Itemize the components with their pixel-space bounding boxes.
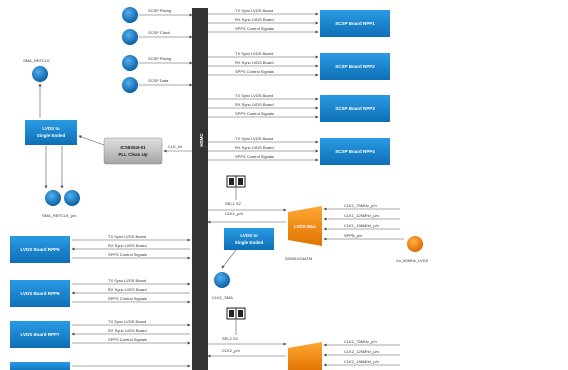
- left-boards: LVDS Board RPP5 TX Sync LVDS Board RX Sy…: [10, 234, 191, 370]
- mux-input-label: CLK2_75MHz_p/n: [344, 339, 377, 344]
- channel-label: SPPS Control Signals: [235, 69, 274, 74]
- mux-inputs: CLK2_75MHz_p/n CLK2_125MHz_p/n CLK2_156M…: [323, 339, 400, 367]
- oscillator-circle: [407, 236, 423, 252]
- sma-pair-connector: [45, 190, 61, 206]
- connector-label: SCSP Data: [148, 78, 169, 83]
- channel-label: TX Sync LVDS Board: [235, 93, 273, 98]
- sma-refclk-label: SMA_REFCLK: [23, 58, 50, 63]
- buffer-label-line2: Single Ended: [235, 240, 264, 245]
- channel-label: SPPS Control Signals: [108, 252, 147, 257]
- oscillator-label: Xo_50MHz_LVDS: [396, 258, 428, 263]
- clk1-sma-label: CLK1_SMA: [212, 295, 233, 300]
- board-box: [10, 280, 70, 307]
- channel-label: SPPS Control Signals: [235, 26, 274, 31]
- board-label: SCSP Board RPP4: [335, 149, 375, 154]
- channel-label: RX Sync LVDS Board: [108, 328, 147, 333]
- sel2-label: SEL2 S2: [222, 336, 239, 341]
- channel-label: TX Sync LVDS Board: [235, 51, 273, 56]
- channel-label: SPPS Control Signals: [235, 154, 274, 159]
- hsmc-bus: [192, 8, 208, 370]
- hsmc-label: HSMC: [199, 133, 204, 147]
- connector-circle: [122, 55, 138, 71]
- right-boards: SCSP Board RPP1 TX Sync LVDS Board RX Sy…: [208, 8, 390, 165]
- lvds-mux: [288, 342, 322, 370]
- channel-label: TX Sync LVDS Board: [108, 278, 146, 283]
- connector-label: SCSP Clock: [148, 30, 170, 35]
- mux-input-label: CLK1_156MHz_p/n: [344, 223, 379, 228]
- clk1-sma-connector: [214, 272, 230, 288]
- buffer-label-line2: Single Ended: [37, 133, 66, 138]
- connector-label: SCSP Rising: [148, 8, 171, 13]
- connector-label: SCSP Rising: [148, 56, 171, 61]
- board-label: SCSP Board RPP1: [335, 21, 375, 26]
- mux-input-label: CLK1_75MHz_p/n: [344, 203, 377, 208]
- connector-circle: [122, 77, 138, 93]
- mux-inputs: CLK1_75MHz_p/n CLK1_125MHz_p/n CLK1_156M…: [323, 203, 404, 241]
- sma-pair-connector: [64, 190, 80, 206]
- pll-label-line1: ICS8304I-01: [120, 145, 146, 150]
- board-label: LVDS Board RPP6: [21, 291, 60, 296]
- board-box: [320, 138, 390, 165]
- board-box: [320, 10, 390, 37]
- board-box: [320, 53, 390, 80]
- channel-label: RX Sync LVDS Board: [235, 145, 274, 150]
- mux-input-label: CLK1_125MHz_p/n: [344, 213, 379, 218]
- board-label: SCSP Board RPP3: [335, 106, 375, 111]
- channel-label: RX Sync LVDS Board: [108, 287, 147, 292]
- channel-label: TX Sync LVDS Board: [108, 234, 146, 239]
- clk1-label: CLK1_p/n: [225, 211, 243, 216]
- board-box: [10, 236, 70, 263]
- top-connectors: SCSP Rising SCSP Clock SCSP Rising SCSP …: [122, 7, 193, 93]
- channel-label: SPPS Control Signals: [235, 111, 274, 116]
- buffer-label-line1: LVDS to: [240, 233, 257, 238]
- board-box: [10, 321, 70, 348]
- channel-label: RX Sync LVDS Board: [108, 243, 147, 248]
- clk2-label: CLK2_p/n: [222, 348, 240, 353]
- clk-in-label: CLK_IN: [168, 144, 182, 149]
- dip-switch-icon: [226, 307, 246, 320]
- lvds-single-ended-buffer: [224, 228, 274, 250]
- channel-label: SPPS Control Signals: [108, 337, 147, 342]
- mux-part-label: DS90LV04ATM: [285, 256, 312, 261]
- channel-label: TX Sync LVDS Board: [235, 8, 273, 13]
- dip-switch-icon: [226, 175, 246, 188]
- board-box: [10, 362, 70, 370]
- mux-input-label: CLK2_156MHz_p/n: [344, 359, 379, 364]
- connector-circle: [122, 29, 138, 45]
- board-label: LVDS Board RPP5: [21, 247, 60, 252]
- mux-label: LVDS Mux: [294, 224, 316, 229]
- board-box: [320, 95, 390, 122]
- channel-label: TX Sync LVDS Board: [108, 319, 146, 324]
- mux-input-label: SPPB_p/n: [344, 233, 362, 238]
- board-label: SCSP Board RPP2: [335, 64, 375, 69]
- board-label: LVDS Board RPP7: [21, 332, 60, 337]
- channel-label: TX Sync LVDS Board: [235, 136, 273, 141]
- channel-label: SPPS Control Signals: [108, 296, 147, 301]
- channel-label: RX Sync LVDS Board: [235, 102, 274, 107]
- pll-clean-up-box: [103, 137, 163, 165]
- channel-label: RX Sync LVDS Board: [235, 17, 274, 22]
- channel-label: RX Sync LVDS Board: [235, 60, 274, 65]
- mux-input-label: CLK2_125MHz_p/n: [344, 349, 379, 354]
- sma-pair-label: SMA_REFCLK_p/n: [42, 213, 76, 218]
- lvds-mux: [288, 206, 322, 246]
- pll-label-line2: PLL Clean Up: [118, 152, 147, 157]
- sma-refclk-connector: [32, 66, 48, 82]
- buffer-label-line1: LVDS to: [42, 126, 59, 131]
- lvds-single-ended-buffer: [25, 120, 77, 145]
- connector-circle: [122, 7, 138, 23]
- sel1-label: SEL1 S2: [225, 201, 242, 206]
